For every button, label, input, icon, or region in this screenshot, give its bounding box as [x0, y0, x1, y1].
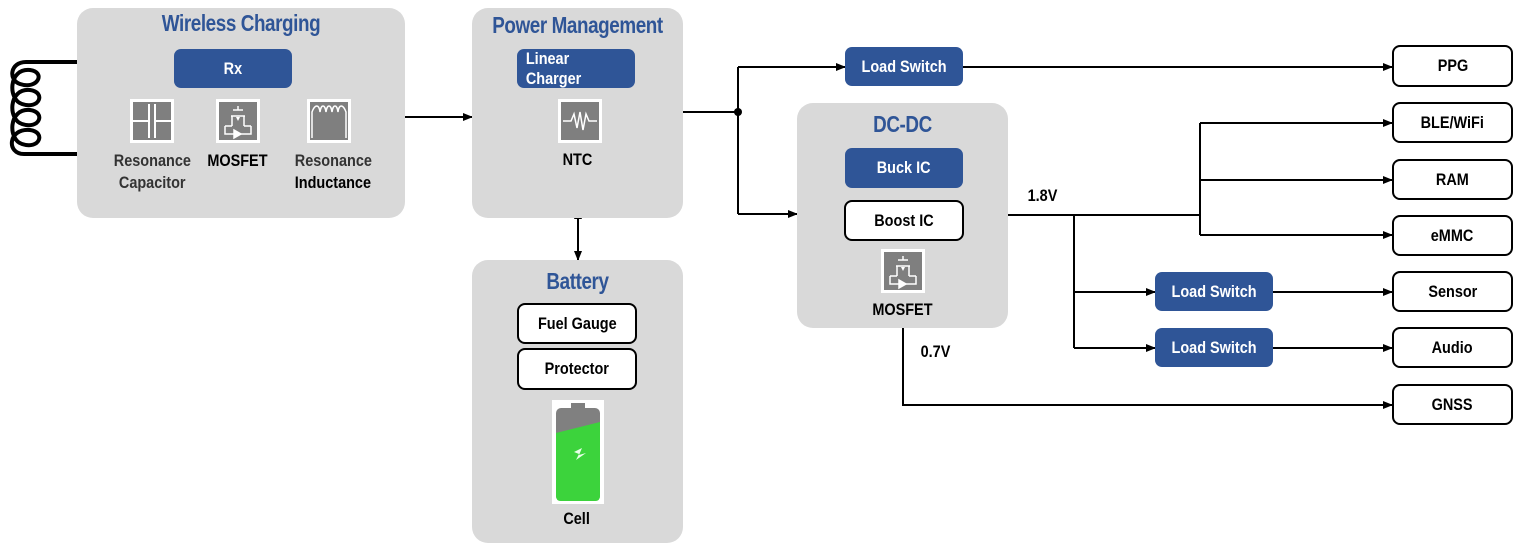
rx-block[interactable]: Rx [174, 49, 292, 88]
wireless-charging-title: Wireless Charging [161, 10, 321, 36]
coil-icon [9, 60, 78, 156]
load-ble-wifi[interactable]: BLE/WiFi [1392, 102, 1513, 143]
mosfet-icon [216, 99, 260, 143]
load-audio[interactable]: Audio [1392, 327, 1513, 368]
lightning-icon [574, 448, 586, 460]
battery-group: Battery Fuel Gauge Protector Cell [472, 260, 683, 543]
cell-label: Cell [563, 509, 591, 528]
power-management-title: Power Management [492, 12, 663, 38]
load-ram[interactable]: RAM [1392, 159, 1513, 200]
fuel-gauge-block[interactable]: Fuel Gauge [517, 303, 637, 344]
thermistor-icon [558, 99, 602, 143]
inductor-icon [307, 99, 351, 143]
load-emmc[interactable]: eMMC [1392, 215, 1513, 256]
boost-ic-block[interactable]: Boost IC [844, 200, 964, 241]
dcdc-mosfet-label: MOSFET [871, 300, 933, 319]
linear-charger-block[interactable]: Linear Charger [517, 49, 635, 88]
buck-ic-block[interactable]: Buck IC [845, 148, 963, 188]
load-sensor[interactable]: Sensor [1392, 271, 1513, 312]
protector-block[interactable]: Protector [517, 348, 637, 390]
voltage-0v7-label: 0.7V [920, 342, 951, 361]
dcdc-group: DC-DC Buck IC Boost IC MOSFET [797, 103, 1008, 328]
load-switch-audio[interactable]: Load Switch [1155, 328, 1273, 367]
mosfet-icon [881, 249, 925, 293]
mosfet-label: MOSFET [206, 151, 268, 170]
capacitor-icon [130, 99, 174, 143]
ntc-label: NTC [562, 150, 592, 169]
load-gnss[interactable]: GNSS [1392, 384, 1513, 425]
load-switch-sensor[interactable]: Load Switch [1155, 272, 1273, 311]
junction-dot [734, 108, 742, 116]
dcdc-title: DC-DC [873, 111, 932, 137]
wire-0v7-rail [902, 328, 1393, 409]
battery-cell-icon [552, 400, 604, 504]
power-management-group: Power Management Linear Charger NTC [472, 8, 683, 218]
load-switch-ppg[interactable]: Load Switch [845, 47, 963, 86]
voltage-1v8-label: 1.8V [1027, 186, 1058, 205]
battery-title: Battery [546, 268, 609, 294]
load-ppg[interactable]: PPG [1392, 45, 1513, 87]
